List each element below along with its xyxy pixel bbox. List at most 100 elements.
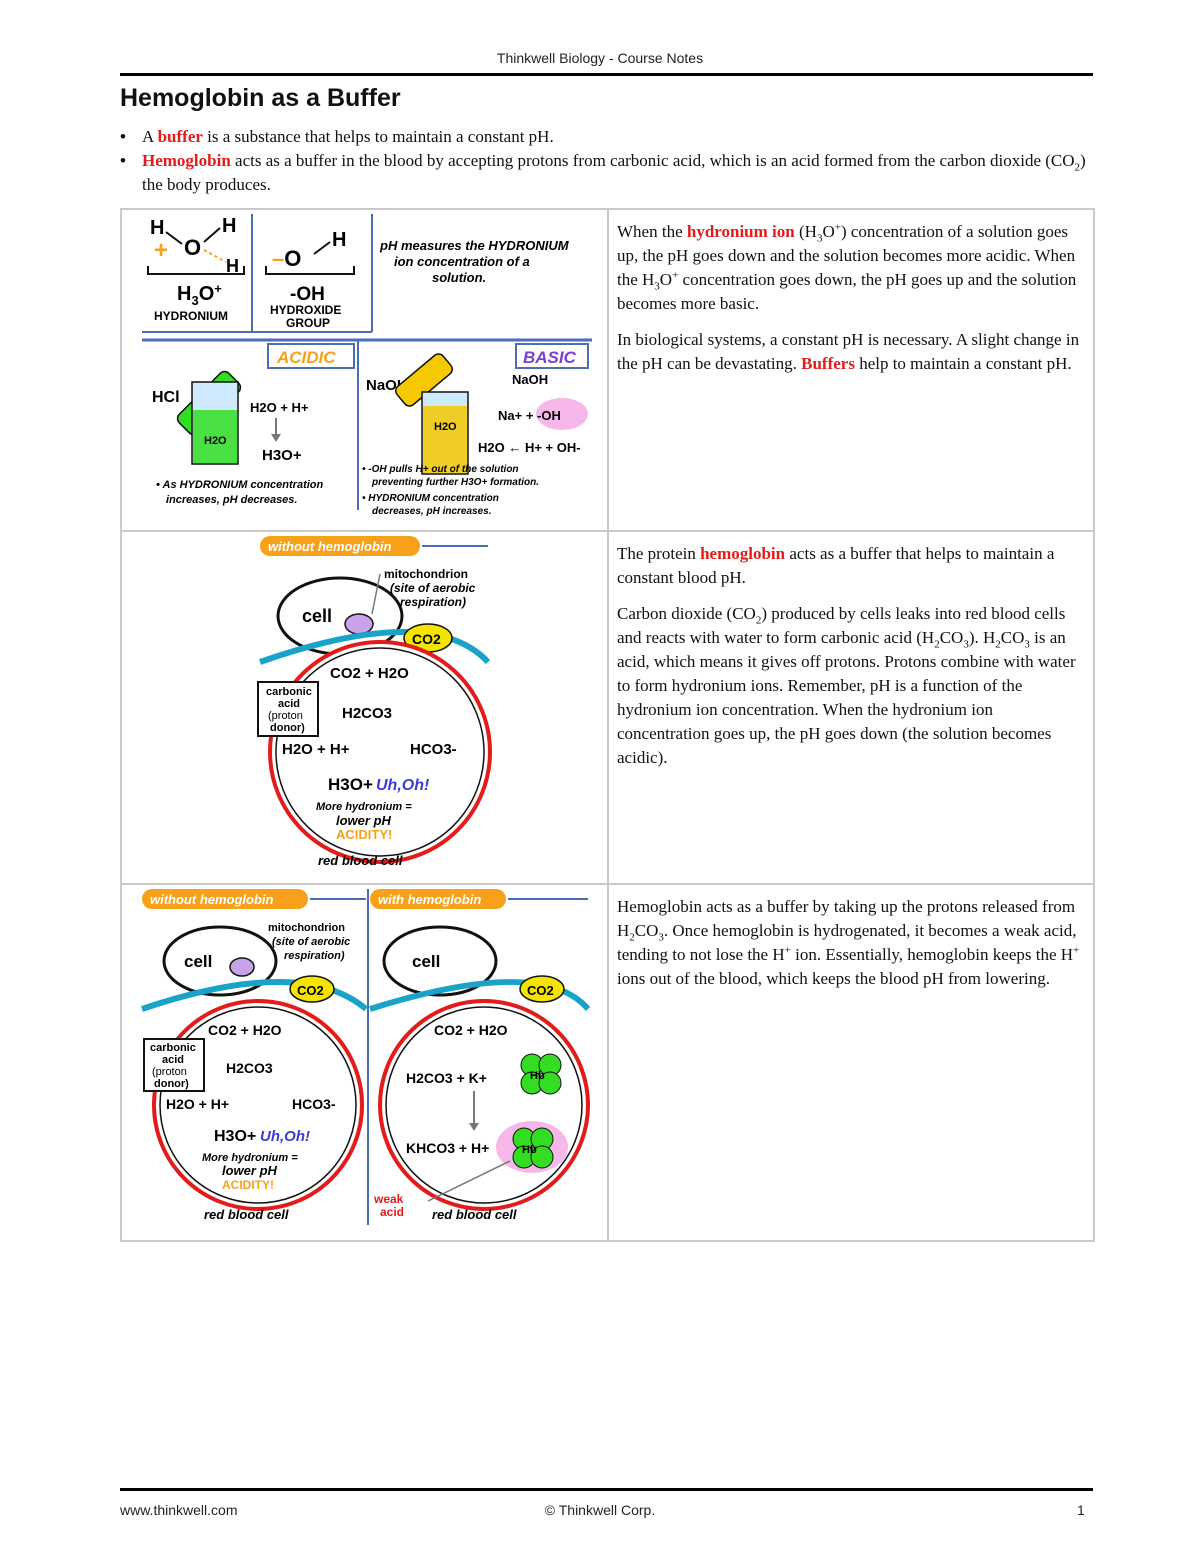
content-table: H H O + H H3O+ HYDRONIUM –O H -OH HYDROX… [120,208,1095,1242]
footer-rule [120,1488,1093,1491]
footer-copyright: © Thinkwell Corp. [544,1502,656,1518]
paragraph-buffers: In biological systems, a constant pH is … [617,330,1080,373]
basic-note: • HYDRONIUM concentration [362,493,499,504]
without-hemoglobin-figure: without hemoglobin cell mitochondrion (s… [257,536,492,868]
co2-water-equation: CO2 + H2O [208,1022,282,1038]
hydroxide-molecule: –O [272,246,301,271]
cell-label: cell [184,952,212,971]
text-cell-buffer-mechanism: Hemoglobin acts as a buffer by taking up… [607,883,1095,1242]
hydrogen-label: H [332,229,346,251]
ph-note: pH measures the HYDRONIUM [379,238,570,253]
text-cell-hemoglobin-role: The protein hemoglobin acts as a buffer … [607,530,1095,885]
basic-note: preventing further H3O+ formation. [371,477,539,488]
text-cell-ph: When the hydronium ion (H3O+) concentrat… [607,208,1095,532]
figure-cell-ph: H H O + H H3O+ HYDRONIUM –O H -OH HYDROX… [120,208,609,532]
acidic-note: increases, pH decreases. [166,494,297,506]
water-proton-label: H2O + H+ [282,741,350,758]
co2-water-equation: CO2 + H2O [330,665,409,682]
hydroxide-formula: -OH [290,284,325,305]
carbonic-acid-label: acid [278,698,300,710]
table-row: without hemoglobin with hemoglobin cell … [120,883,1095,1242]
uh-oh-label: Uh,Oh! [376,777,430,794]
acidity-label: ACIDITY! [336,827,392,842]
carbonic-acid-potassium: H2CO3 + K+ [406,1070,487,1086]
neutralization-equation: H2O ← H+ + OH- [478,440,581,455]
hydronium-formula: H3O+ [328,775,373,794]
hemoglobin-icon: Hb [520,1053,562,1095]
dissociation-equation: Na+ + -OH [498,408,561,423]
hydrogen-label: H [226,256,239,276]
ph-note: solution. [432,270,486,285]
lower-ph-label: lower pH [336,813,392,828]
acidic-label: ACIDIC [276,348,336,367]
co2-label: CO2 [412,631,441,647]
basic-note: • -OH pulls H+ out of the solution [362,464,519,475]
figure-cell-without-hemoglobin: without hemoglobin cell mitochondrion (s… [120,530,609,885]
header-rule [120,73,1093,76]
without-hemoglobin-label: without hemoglobin [268,539,392,554]
hydrogen-label: H [150,217,164,239]
weak-acid-label: acid [380,1205,404,1219]
carbonic-acid-label: (proton [268,710,303,722]
more-hydronium-label: More hydronium = [202,1152,298,1164]
weak-acid-label: weak [373,1192,404,1206]
red-blood-cell-label: red blood cell [432,1207,517,1222]
carbonic-acid-formula: H2CO3 [226,1060,273,1076]
ph-acid-base-figure: H H O + H H3O+ HYDRONIUM –O H -OH HYDROX… [142,214,592,517]
more-hydronium-label: More hydronium = [316,801,412,813]
co2-water-equation: CO2 + H2O [434,1022,508,1038]
without-hemoglobin-label: without hemoglobin [150,892,274,907]
water-label: H2O [434,421,457,433]
acidity-label: ACIDITY! [222,1178,274,1192]
footer-website: www.thinkwell.com [120,1502,238,1518]
mitochondrion-label: respiration) [284,950,345,962]
hydroxide-label: GROUP [286,316,330,330]
basic-label: BASIC [523,348,577,367]
cell-label: cell [412,952,440,971]
hb-label: Hb [522,1144,537,1156]
table-row: without hemoglobin cell mitochondrion (s… [120,530,1095,885]
hydronium-label: HYDRONIUM [154,309,228,323]
carbonic-acid-formula: H2CO3 [342,705,392,722]
uh-oh-label: Uh,Oh! [260,1128,310,1145]
carbonic-acid-label: donor) [270,722,305,734]
hydroxide-label: HYDROXIDE [270,303,341,317]
mitochondrion-label: (site of aerobic [390,581,476,595]
h3o-formula: H3O+ [177,281,222,308]
paragraph-carbon-dioxide: Carbon dioxide (CO2) produced by cells l… [617,604,1076,767]
lower-ph-label: lower pH [222,1163,278,1178]
mitochondrion-label: mitochondrion [268,922,345,934]
red-blood-cell-label: red blood cell [204,1207,289,1222]
hemoglobin-icon: Hb [512,1127,554,1169]
oxygen-label: O [184,235,201,260]
paragraph-protein-hemoglobin: The protein hemoglobin acts as a buffer … [617,544,1055,587]
acid-equation: H2O + H+ [250,400,309,415]
hydronium-formula: H3O+ [214,1128,256,1145]
acidic-note: • As HYDRONIUM concentration [156,479,324,491]
water-label: H2O [204,435,227,447]
carbonic-acid-label: donor) [154,1078,189,1090]
table-row: H H O + H H3O+ HYDRONIUM –O H -OH HYDROX… [120,208,1095,532]
cell-label: cell [302,606,332,626]
figure-cell-comparison: without hemoglobin with hemoglobin cell … [120,883,609,1242]
paragraph-hemoglobin-buffer: Hemoglobin acts as a buffer by taking up… [617,897,1080,988]
bullet-buffer-definition: A buffer is a substance that helps to ma… [120,125,1095,149]
potassium-bicarbonate: KHCO3 + H+ [406,1140,489,1156]
hemoglobin-comparison-figure: without hemoglobin with hemoglobin cell … [141,889,591,1225]
naoh-label: NaOH [512,372,548,387]
water-proton-label: H2O + H+ [166,1096,229,1112]
red-blood-cell-label: red blood cell [318,853,403,868]
paragraph-hydronium: When the hydronium ion (H3O+) concentrat… [617,221,1077,313]
mitochondrion-label: respiration) [400,595,466,609]
with-hemoglobin-label: with hemoglobin [378,892,481,907]
carbonic-acid-label: (proton [152,1066,187,1078]
hb-label: Hb [530,1070,545,1082]
mitochondrion-label: mitochondrion [384,567,468,581]
bullet-hemoglobin: Hemoglobin acts as a buffer in the blood… [120,149,1095,197]
plus-charge: + [154,237,168,264]
co2-label: CO2 [527,983,554,998]
page-number: 1 [1077,1502,1085,1518]
bicarbonate-label: HCO3- [410,741,457,758]
carbonic-acid-label: carbonic [150,1042,196,1054]
co2-label: CO2 [297,983,324,998]
